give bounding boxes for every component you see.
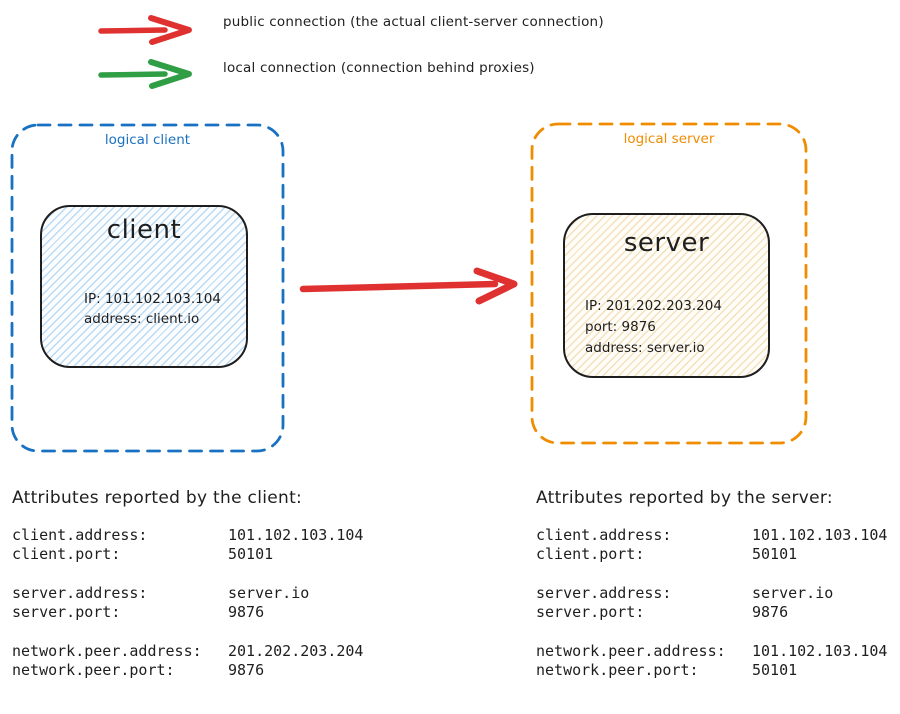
- attr-row: client.address: 101.102.103.104: [536, 526, 887, 545]
- server-node-title: server: [623, 228, 710, 258]
- server-attributes-heading: Attributes reported by the server:: [536, 488, 833, 508]
- client-attr-group-server: server.address: server.io server.port: 9…: [12, 584, 363, 622]
- client-attributes-section: Attributes reported by the client: clien…: [12, 486, 363, 700]
- attr-key: server.address:: [536, 584, 672, 602]
- attr-value: 9876: [228, 661, 265, 679]
- server-node-details: IP: 201.202.203.204 port: 9876 address: …: [585, 296, 722, 359]
- logical-client-label: logical client: [104, 132, 191, 148]
- attr-row: client.port: 50101: [536, 545, 887, 564]
- attr-value: 9876: [228, 603, 265, 621]
- attr-row: network.peer.port: 9876: [12, 661, 363, 680]
- attr-key: server.port:: [536, 603, 645, 621]
- attr-value: 50101: [228, 545, 274, 563]
- attr-row: client.port: 50101: [12, 545, 363, 564]
- client-attributes-heading: Attributes reported by the client:: [12, 488, 303, 508]
- server-attributes-section: Attributes reported by the server: clien…: [536, 486, 887, 700]
- attr-value: 201.202.203.204: [228, 642, 364, 660]
- legend-label-local-connection: local connection (connection behind prox…: [223, 60, 535, 76]
- client-to-server-arrow-icon: [299, 267, 518, 305]
- legend-label-public-connection: public connection (the actual client-ser…: [223, 14, 604, 30]
- client-node-details: IP: 101.102.103.104 address: client.io: [84, 289, 221, 329]
- attr-value: 101.102.103.104: [752, 642, 888, 660]
- attr-key: server.address:: [12, 584, 148, 602]
- server-ip-line: IP: 201.202.203.204: [585, 298, 722, 314]
- attr-key: network.peer.port:: [536, 661, 699, 679]
- server-attr-group-client: client.address: 101.102.103.104 client.p…: [536, 526, 887, 564]
- attr-row: network.peer.address: 201.202.203.204: [12, 642, 363, 661]
- attr-key: client.port:: [536, 545, 645, 563]
- server-address-line: address: server.io: [585, 340, 705, 356]
- attr-row: network.peer.address: 101.102.103.104: [536, 642, 887, 661]
- attr-value: server.io: [752, 584, 834, 602]
- attr-value: 101.102.103.104: [752, 526, 888, 544]
- client-node: client IP: 101.102.103.104 address: clie…: [40, 205, 248, 368]
- local-connection-arrow-icon: [98, 59, 192, 89]
- client-attr-group-network-peer: network.peer.address: 201.202.203.204 ne…: [12, 642, 363, 680]
- logical-client-box: [10, 123, 285, 453]
- attr-row: server.port: 9876: [536, 603, 887, 622]
- attr-key: network.peer.port:: [12, 661, 175, 679]
- attr-row: client.address: 101.102.103.104: [12, 526, 363, 545]
- server-attr-group-server: server.address: server.io server.port: 9…: [536, 584, 887, 622]
- server-node: server IP: 201.202.203.204 port: 9876 ad…: [563, 213, 770, 378]
- attr-value: 50101: [752, 661, 798, 679]
- attr-value: 50101: [752, 545, 798, 563]
- attr-row: server.address: server.io: [536, 584, 887, 603]
- attr-key: network.peer.address:: [12, 642, 202, 660]
- attr-key: client.address:: [12, 526, 148, 544]
- attr-row: network.peer.port: 50101: [536, 661, 887, 680]
- client-attr-group-client: client.address: 101.102.103.104 client.p…: [12, 526, 363, 564]
- client-ip-line: IP: 101.102.103.104: [84, 291, 221, 307]
- attr-value: 101.102.103.104: [228, 526, 364, 544]
- attr-key: client.address:: [536, 526, 672, 544]
- attr-key: client.port:: [12, 545, 121, 563]
- attr-value: server.io: [228, 584, 310, 602]
- attr-value: 9876: [752, 603, 789, 621]
- attr-key: network.peer.address:: [536, 642, 726, 660]
- client-address-line: address: client.io: [84, 311, 200, 327]
- attr-row: server.address: server.io: [12, 584, 363, 603]
- client-node-title: client: [106, 215, 182, 245]
- attr-row: server.port: 9876: [12, 603, 363, 622]
- public-connection-arrow-icon: [98, 15, 192, 45]
- logical-server-label: logical server: [623, 131, 715, 147]
- server-port-line: port: 9876: [585, 319, 656, 335]
- attr-key: server.port:: [12, 603, 121, 621]
- logical-server-box: [530, 122, 808, 445]
- server-attr-group-network-peer: network.peer.address: 101.102.103.104 ne…: [536, 642, 887, 680]
